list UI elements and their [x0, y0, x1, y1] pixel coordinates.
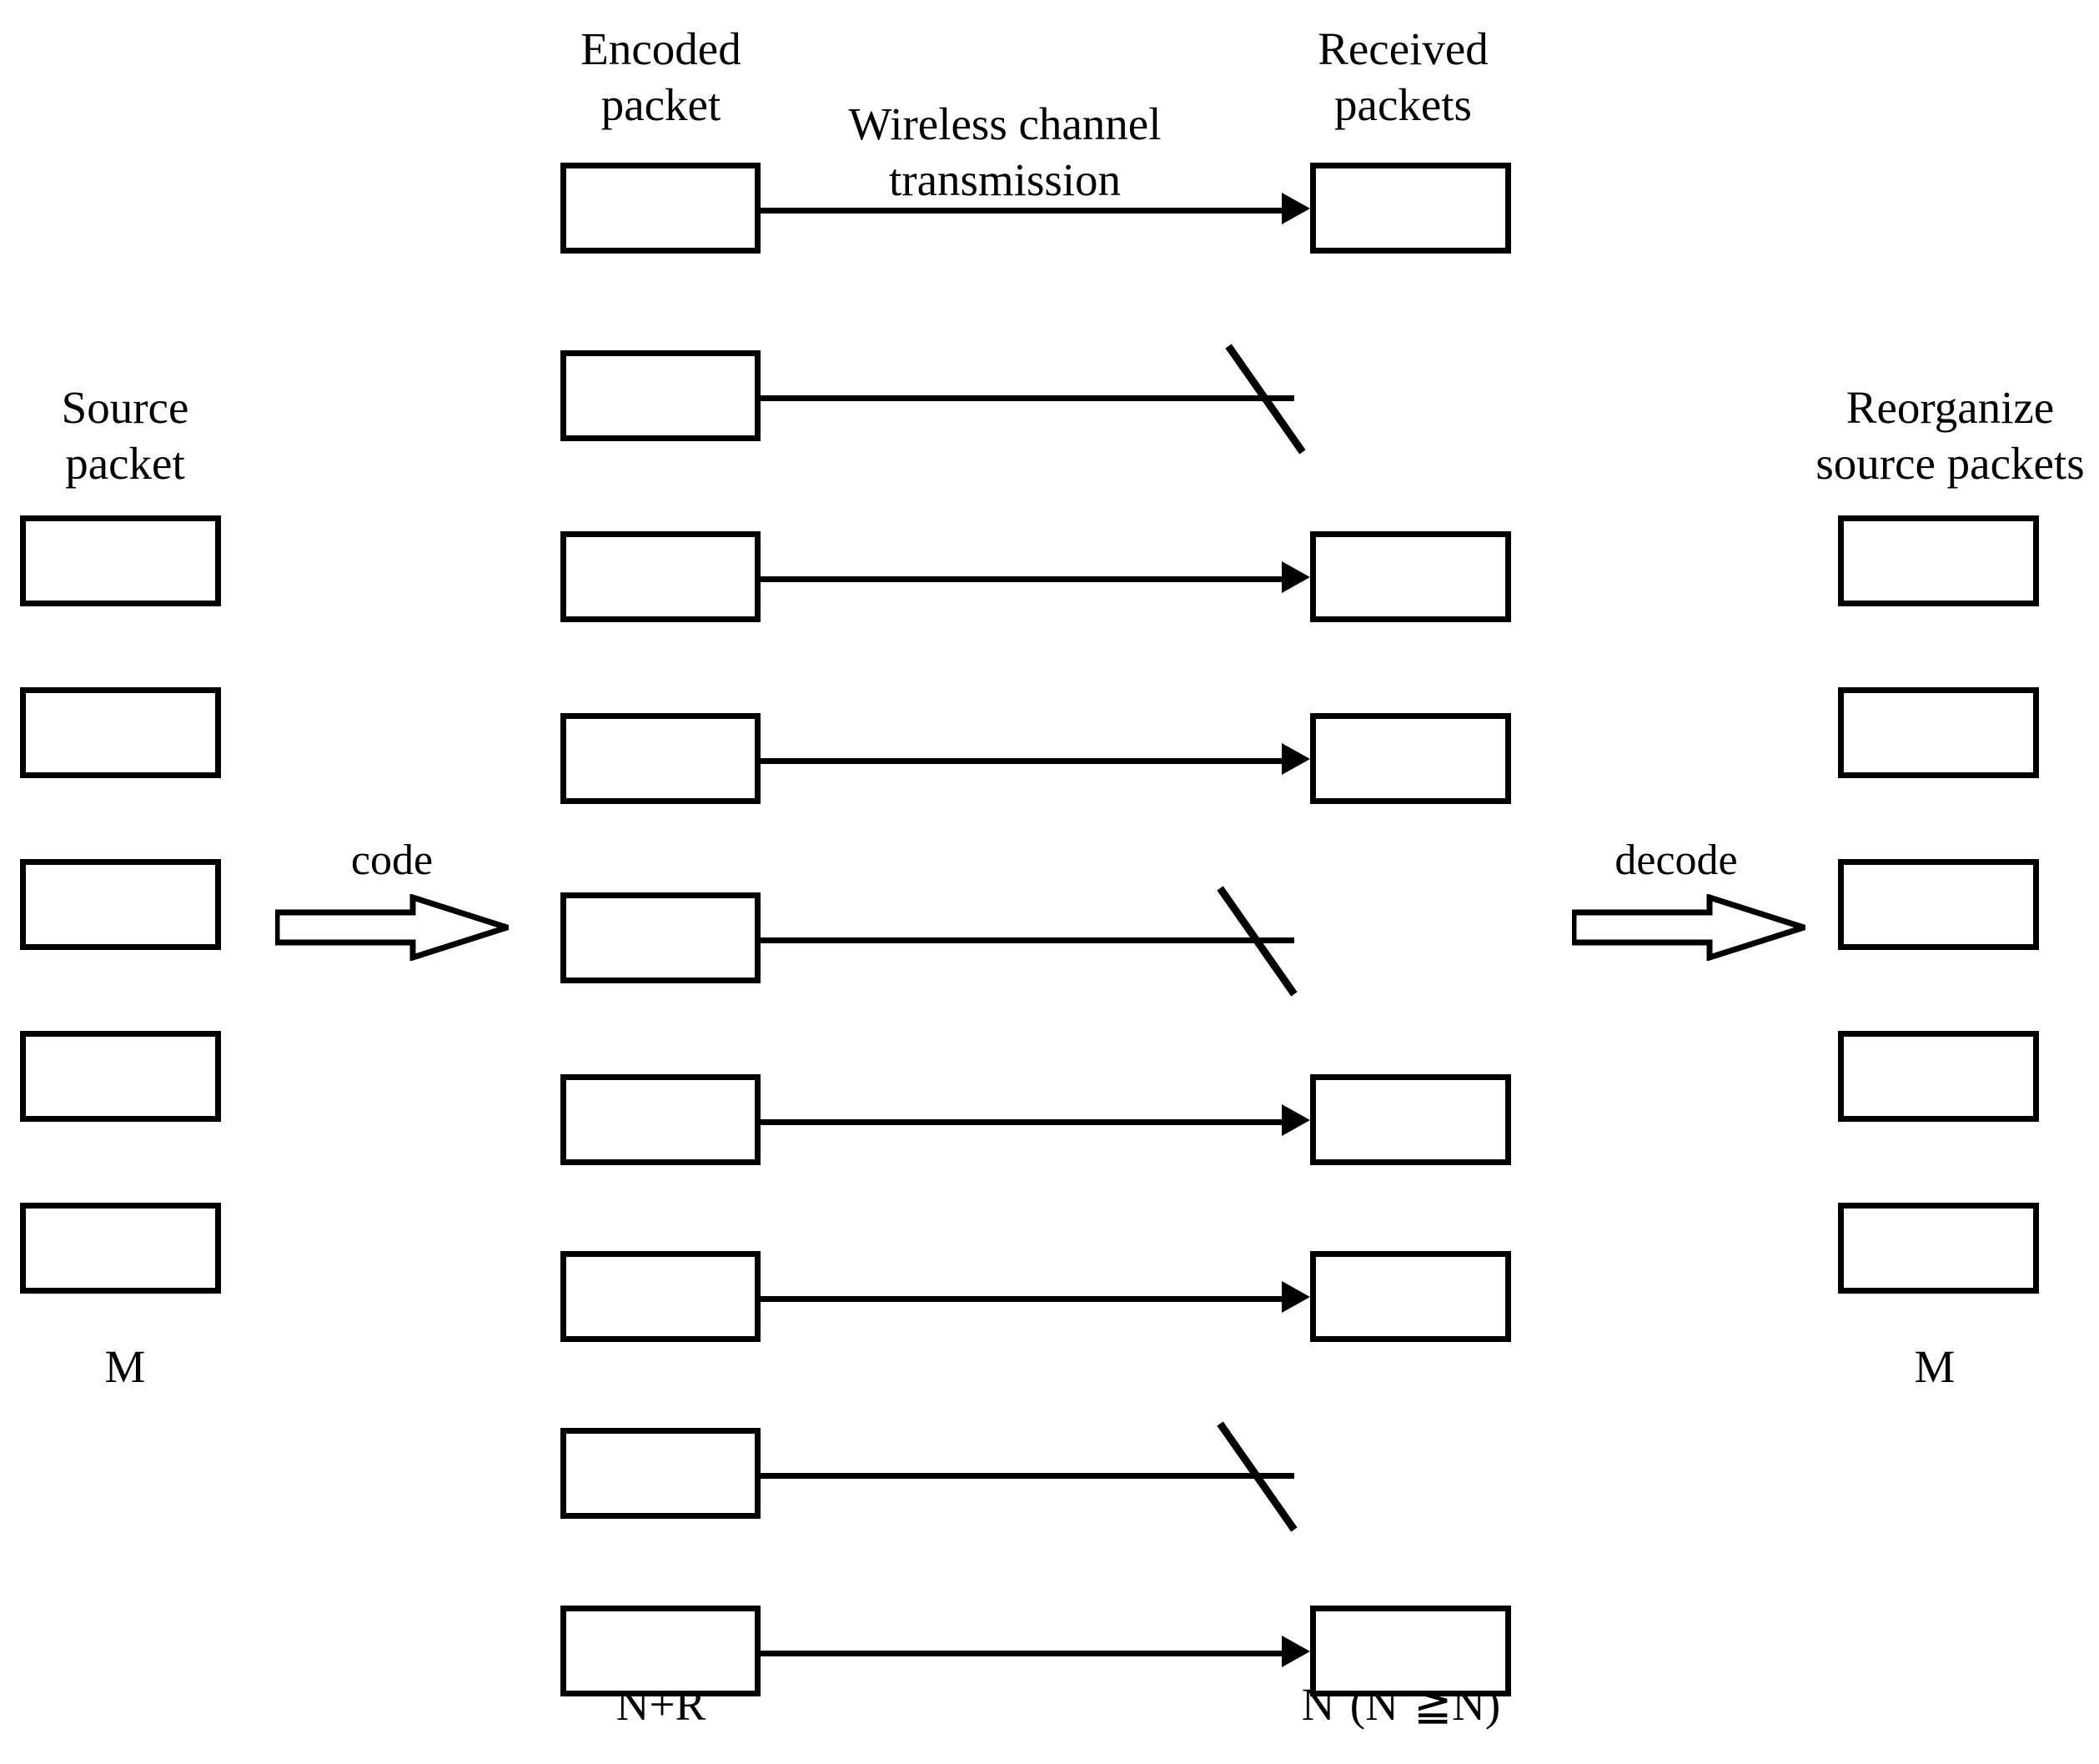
source-packet-box [20, 1203, 221, 1294]
encoded-packet-heading: Encoded packet [580, 23, 741, 131]
encoded-packet-box [560, 892, 761, 983]
reorganized-packet-box [1838, 515, 2039, 606]
reorganized-packet-box [1838, 859, 2039, 950]
transmission-arrowhead-icon [1282, 193, 1310, 224]
source-count-label: M [104, 1341, 146, 1392]
received-packet-box [1310, 713, 1511, 804]
source-packet-box [20, 515, 221, 606]
transmission-line-lost [761, 937, 1294, 943]
encoded-packet-box [560, 1606, 761, 1696]
source-packet-box [20, 687, 221, 778]
transmission-arrowhead-icon [1282, 561, 1310, 593]
reorganized-packet-box [1838, 1203, 2039, 1294]
transmission-arrowhead-icon [1282, 1281, 1310, 1313]
encoded-packet-box [560, 531, 761, 622]
source-packet-box [20, 1031, 221, 1122]
transmission-line-lost [761, 1473, 1294, 1479]
encoded-packet-box [560, 713, 761, 804]
transmission-line-delivered [761, 1119, 1282, 1125]
wireless-channel-heading: Wireless channel transmission [848, 98, 1162, 206]
transmission-line-delivered [761, 758, 1282, 764]
transmission-line-delivered [761, 1296, 1282, 1302]
reorganized-packet-box [1838, 1031, 2039, 1122]
encoded-packet-box [560, 163, 761, 254]
transmission-line-delivered [761, 208, 1282, 214]
source-packet-box [20, 859, 221, 950]
encoded-packet-box [560, 350, 761, 441]
transmission-line-lost [761, 395, 1294, 401]
received-packet-box [1310, 1606, 1511, 1696]
received-packet-box [1310, 1251, 1511, 1342]
decode-label: decode [1614, 837, 1738, 884]
reorganize-source-packets-heading: Reorganize source packets [1815, 382, 2085, 490]
received-packet-box [1310, 1074, 1511, 1165]
reorganized-packet-box [1838, 687, 2039, 778]
reorganized-count-label: M [1914, 1341, 1956, 1392]
encoded-packet-box [560, 1428, 761, 1519]
source-packet-heading: Source packet [61, 382, 189, 490]
transmission-arrowhead-icon [1282, 1104, 1310, 1136]
received-packet-box [1310, 531, 1511, 622]
transmission-arrowhead-icon [1282, 1636, 1310, 1667]
transmission-line-delivered [761, 576, 1282, 582]
encoded-packet-box [560, 1074, 761, 1165]
transmission-arrowhead-icon [1282, 743, 1310, 775]
transmission-line-delivered [761, 1651, 1282, 1656]
decode-block-arrow-icon [1572, 894, 1805, 961]
encoded-packet-box [560, 1251, 761, 1342]
received-packet-box [1310, 163, 1511, 254]
received-packets-heading: Received packets [1318, 23, 1489, 131]
code-label: code [350, 837, 434, 884]
code-block-arrow-icon [275, 894, 509, 961]
